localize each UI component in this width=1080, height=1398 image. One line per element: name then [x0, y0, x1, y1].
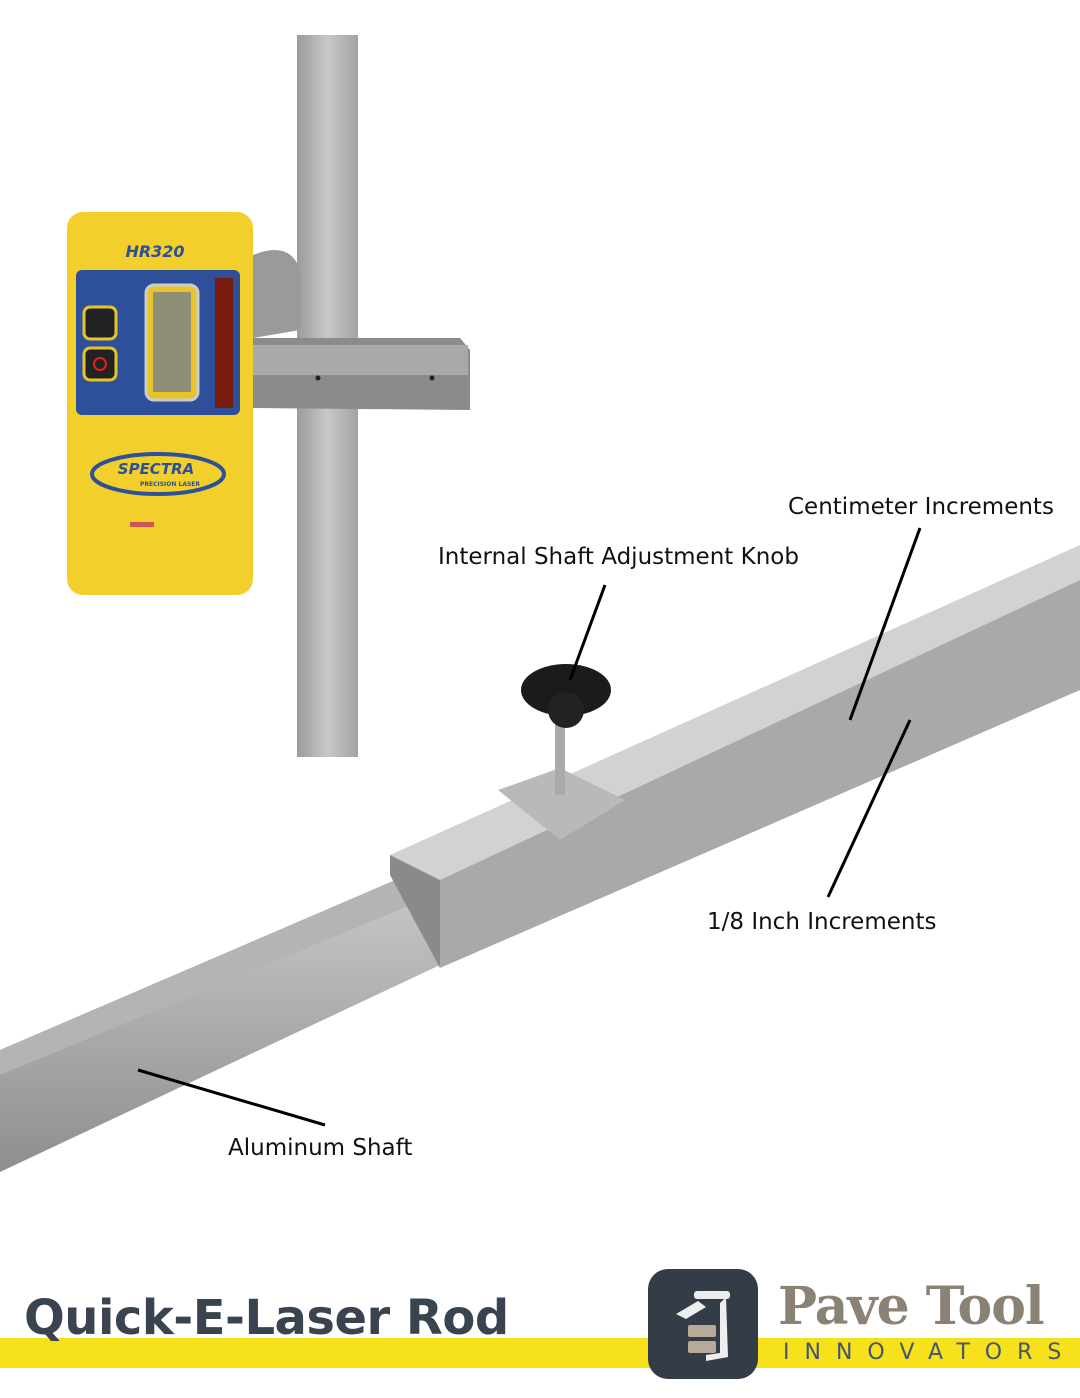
receiver-bracket: [253, 250, 470, 410]
product-title: Quick-E-Laser Rod: [24, 1290, 509, 1346]
receiver-brand: SPECTRA: [118, 460, 194, 478]
callout-eighth-inch-increments: 1/8 Inch Increments: [707, 909, 937, 935]
adjustment-knob: [498, 664, 625, 840]
brand-name: Pave Tool: [778, 1276, 1045, 1337]
laser-receiver: HR320 SPECTRA PRECISION LASER: [67, 212, 253, 595]
pave-tool-logo-icon: [648, 1269, 758, 1379]
callout-aluminum-shaft: Aluminum Shaft: [228, 1135, 413, 1161]
receiver-model: HR320: [125, 242, 184, 261]
callout-lines: [137, 527, 922, 1127]
brand-tagline: INNOVATORS: [783, 1340, 1077, 1365]
callout-centimeter-increments: Centimeter Increments: [788, 494, 1054, 520]
aluminum-shaft: [0, 878, 440, 1172]
callout-adjustment-knob: Internal Shaft Adjustment Knob: [438, 544, 799, 570]
yellow-band: [0, 1338, 1080, 1368]
outer-tube: [390, 545, 1080, 968]
receiver-brand-sub: PRECISION LASER: [140, 481, 200, 488]
